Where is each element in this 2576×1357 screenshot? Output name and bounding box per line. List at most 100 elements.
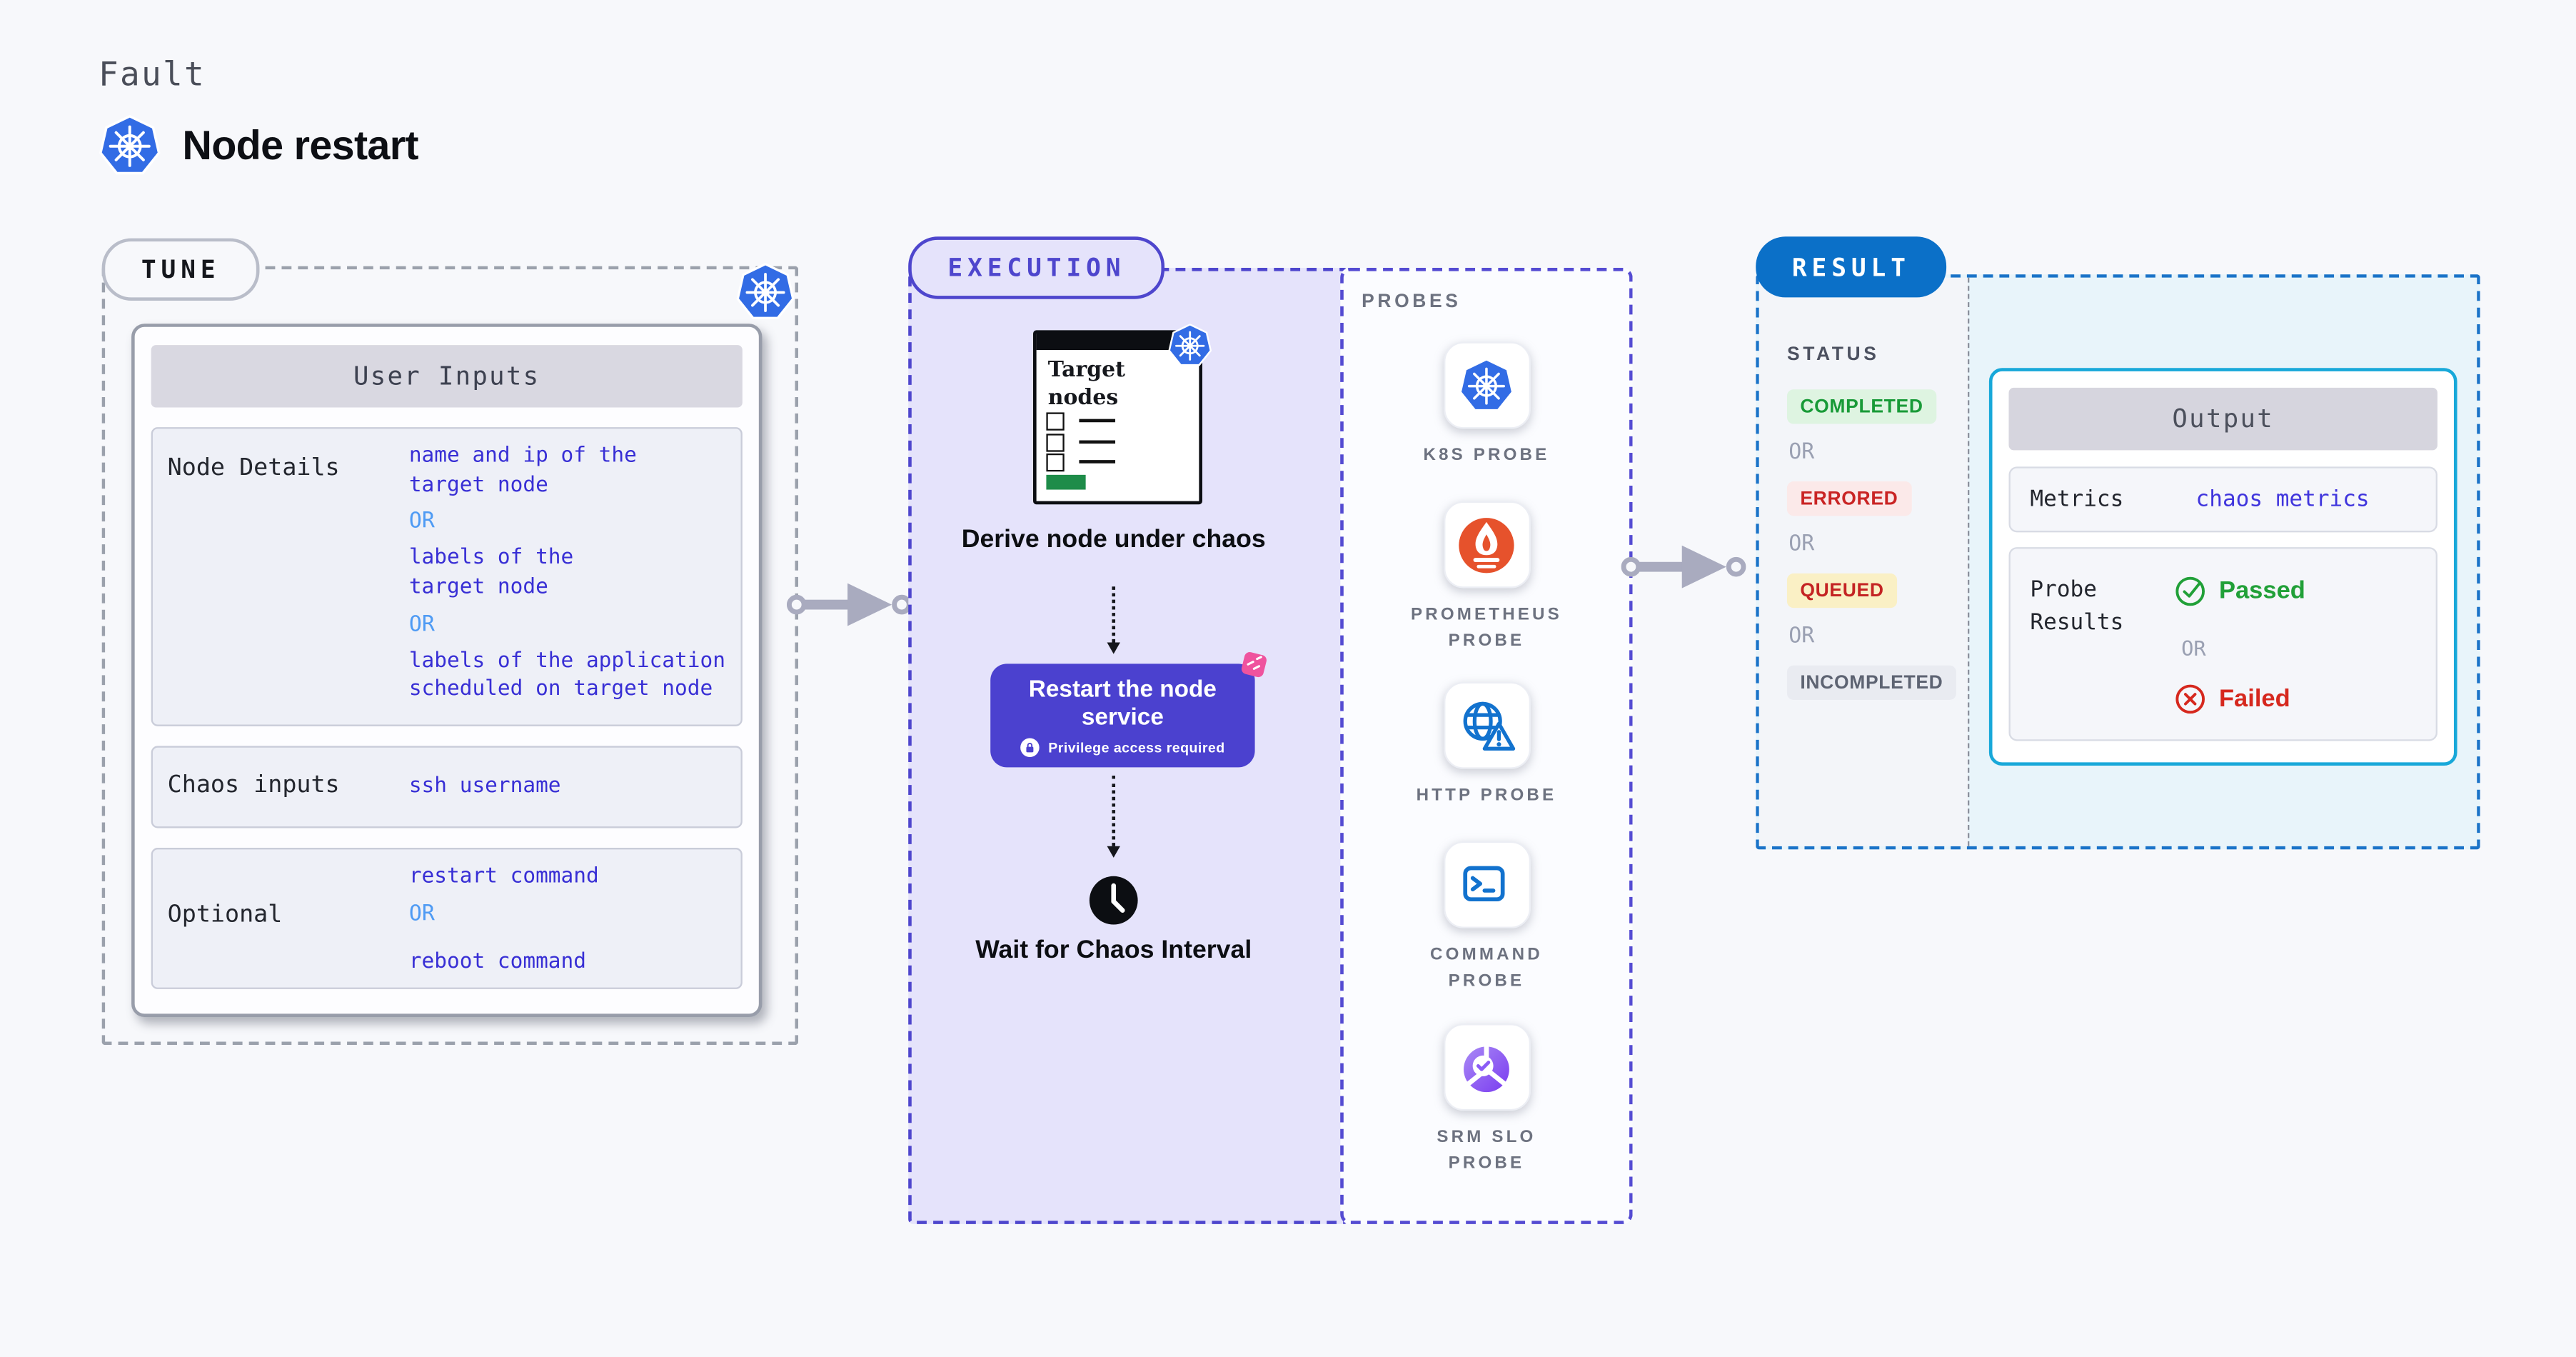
probe-results-row: Probe Results Passed OR Failed	[2008, 547, 2437, 741]
input-row-chaos-inputs: Chaos inputs ssh username	[151, 746, 743, 828]
page-title-row: Node restart	[99, 115, 419, 177]
kubernetes-icon	[99, 115, 161, 177]
privilege-note-row: Privilege access required	[990, 738, 1254, 758]
passed-row: Passed	[2173, 574, 2305, 608]
http-globe-icon	[1455, 694, 1517, 756]
divider	[1967, 277, 1970, 846]
probe-label: K8S PROBE	[1423, 445, 1550, 466]
value-text: reboot command	[408, 948, 586, 974]
probe-card	[1442, 681, 1530, 769]
probe-label: PROMETHEUS PROBE	[1411, 604, 1562, 651]
metrics-label: Metrics	[2030, 486, 2124, 513]
row-values: name and ip of the target node OR labels…	[409, 442, 738, 705]
status-list: COMPLETED OR ERRORED OR QUEUED OR INCOMP…	[1786, 389, 1956, 701]
restart-button-label: Restart the node service	[1028, 676, 1217, 731]
terminal-icon	[1455, 853, 1517, 916]
or-text: OR	[408, 612, 435, 637]
input-row-optional: Optional restart command OR reboot comma…	[151, 848, 743, 989]
result-pill: RESULT	[1756, 236, 1947, 298]
status-badge-errored: ERRORED	[1786, 481, 1911, 516]
result-section: STATUS COMPLETED OR ERRORED OR QUEUED OR…	[1756, 274, 2480, 850]
status-column	[1759, 277, 1968, 846]
or-label: OR	[1788, 624, 1815, 649]
probe-label: SRM SLO PROBE	[1437, 1127, 1536, 1174]
tune-pill: TUNE	[101, 238, 260, 301]
metrics-row: Metrics chaos metrics	[2008, 466, 2437, 533]
probes-label: PROBES	[1362, 292, 1461, 313]
probe-item: K8S PROBE	[1344, 341, 1629, 469]
dotted-arrow	[1107, 775, 1120, 858]
execution-pill: EXECUTION	[908, 236, 1165, 299]
target-nodes-window: Target nodes	[1033, 330, 1202, 505]
metrics-value: chaos metrics	[2195, 486, 2370, 513]
or-label: OR	[2181, 636, 2206, 661]
window-titlebar	[1036, 334, 1199, 351]
node-line	[1079, 460, 1116, 464]
step-derive-node: Derive node under chaos	[961, 526, 1266, 554]
probe-label: HTTP PROBE	[1416, 785, 1557, 806]
probes-panel: PROBES K8S PROBE PROMETHEUS PROBE HTTP P…	[1340, 267, 1633, 1224]
passed-label: Passed	[2218, 576, 2305, 605]
row-label: Chaos inputs	[167, 772, 340, 799]
tune-section	[101, 266, 799, 1046]
probe-item: PROMETHEUS PROBE	[1344, 501, 1629, 655]
or-text: OR	[408, 509, 435, 535]
select-button	[1046, 474, 1086, 490]
value-text: ssh username	[408, 773, 561, 799]
kubernetes-icon	[1459, 357, 1514, 413]
row-label: Node Details	[167, 455, 340, 482]
srm-slo-icon	[1452, 1033, 1521, 1102]
status-badge-queued: QUEUED	[1786, 573, 1898, 609]
node-line	[1079, 419, 1116, 423]
value-text: labels of the target node	[408, 546, 574, 600]
output-header: Output	[2008, 387, 2437, 451]
kubernetes-icon	[1168, 324, 1212, 368]
kubernetes-icon	[736, 263, 795, 322]
row-values: ssh username	[409, 772, 738, 801]
probe-card	[1442, 501, 1530, 589]
user-inputs-header: User Inputs	[151, 345, 743, 408]
flow-arrow-probes-to-result	[1621, 546, 1746, 589]
checkbox-icon	[1046, 412, 1065, 431]
step-wait-interval: Wait for Chaos Interval	[975, 936, 1252, 965]
page-title: Node restart	[182, 122, 418, 169]
checkbox-icon	[1046, 453, 1065, 472]
value-text: name and ip of the target node	[408, 444, 637, 498]
probe-results-label: Probe Results	[2030, 576, 2124, 636]
restart-node-button: Restart the node service Privilege acces…	[990, 664, 1254, 768]
lock-icon	[1020, 738, 1040, 758]
row-label: Optional	[167, 901, 283, 928]
status-badge-completed: COMPLETED	[1786, 389, 1937, 424]
probe-item: COMMAND PROBE	[1344, 841, 1629, 995]
input-row-node-details: Node Details name and ip of the target n…	[151, 427, 743, 726]
status-badge-incompleted: INCOMPLETED	[1786, 665, 1956, 701]
dotted-arrow	[1107, 586, 1120, 654]
output-card: Output Metrics chaos metrics Probe Resul…	[1988, 368, 2457, 766]
x-circle-icon	[2173, 682, 2208, 716]
probe-item: HTTP PROBE	[1344, 681, 1629, 809]
window-title: Target nodes	[1047, 358, 1126, 411]
user-inputs-card: User Inputs Node Details name and ip of …	[131, 324, 763, 1018]
row-values: restart command OR reboot command	[409, 863, 738, 976]
check-circle-icon	[2173, 574, 2208, 608]
chaos-icon	[1239, 649, 1270, 681]
node-line	[1079, 439, 1116, 444]
fault-kicker: Fault	[99, 54, 206, 94]
checkbox-icon	[1046, 433, 1065, 451]
flow-arrow-tune-to-execution	[787, 584, 912, 626]
value-text: restart command	[408, 864, 599, 889]
failed-row: Failed	[2173, 682, 2290, 716]
probe-label: COMMAND PROBE	[1430, 944, 1543, 991]
or-label: OR	[1788, 532, 1815, 557]
privilege-note: Privilege access required	[1048, 739, 1225, 756]
prometheus-icon	[1452, 510, 1521, 579]
or-label: OR	[1788, 440, 1815, 466]
probe-card	[1442, 841, 1530, 928]
probe-item: SRM SLO PROBE	[1344, 1023, 1629, 1177]
or-text: OR	[408, 901, 435, 926]
clock-icon	[1087, 874, 1140, 927]
failed-label: Failed	[2218, 685, 2290, 713]
probe-card	[1442, 341, 1530, 429]
probe-card	[1442, 1023, 1530, 1111]
